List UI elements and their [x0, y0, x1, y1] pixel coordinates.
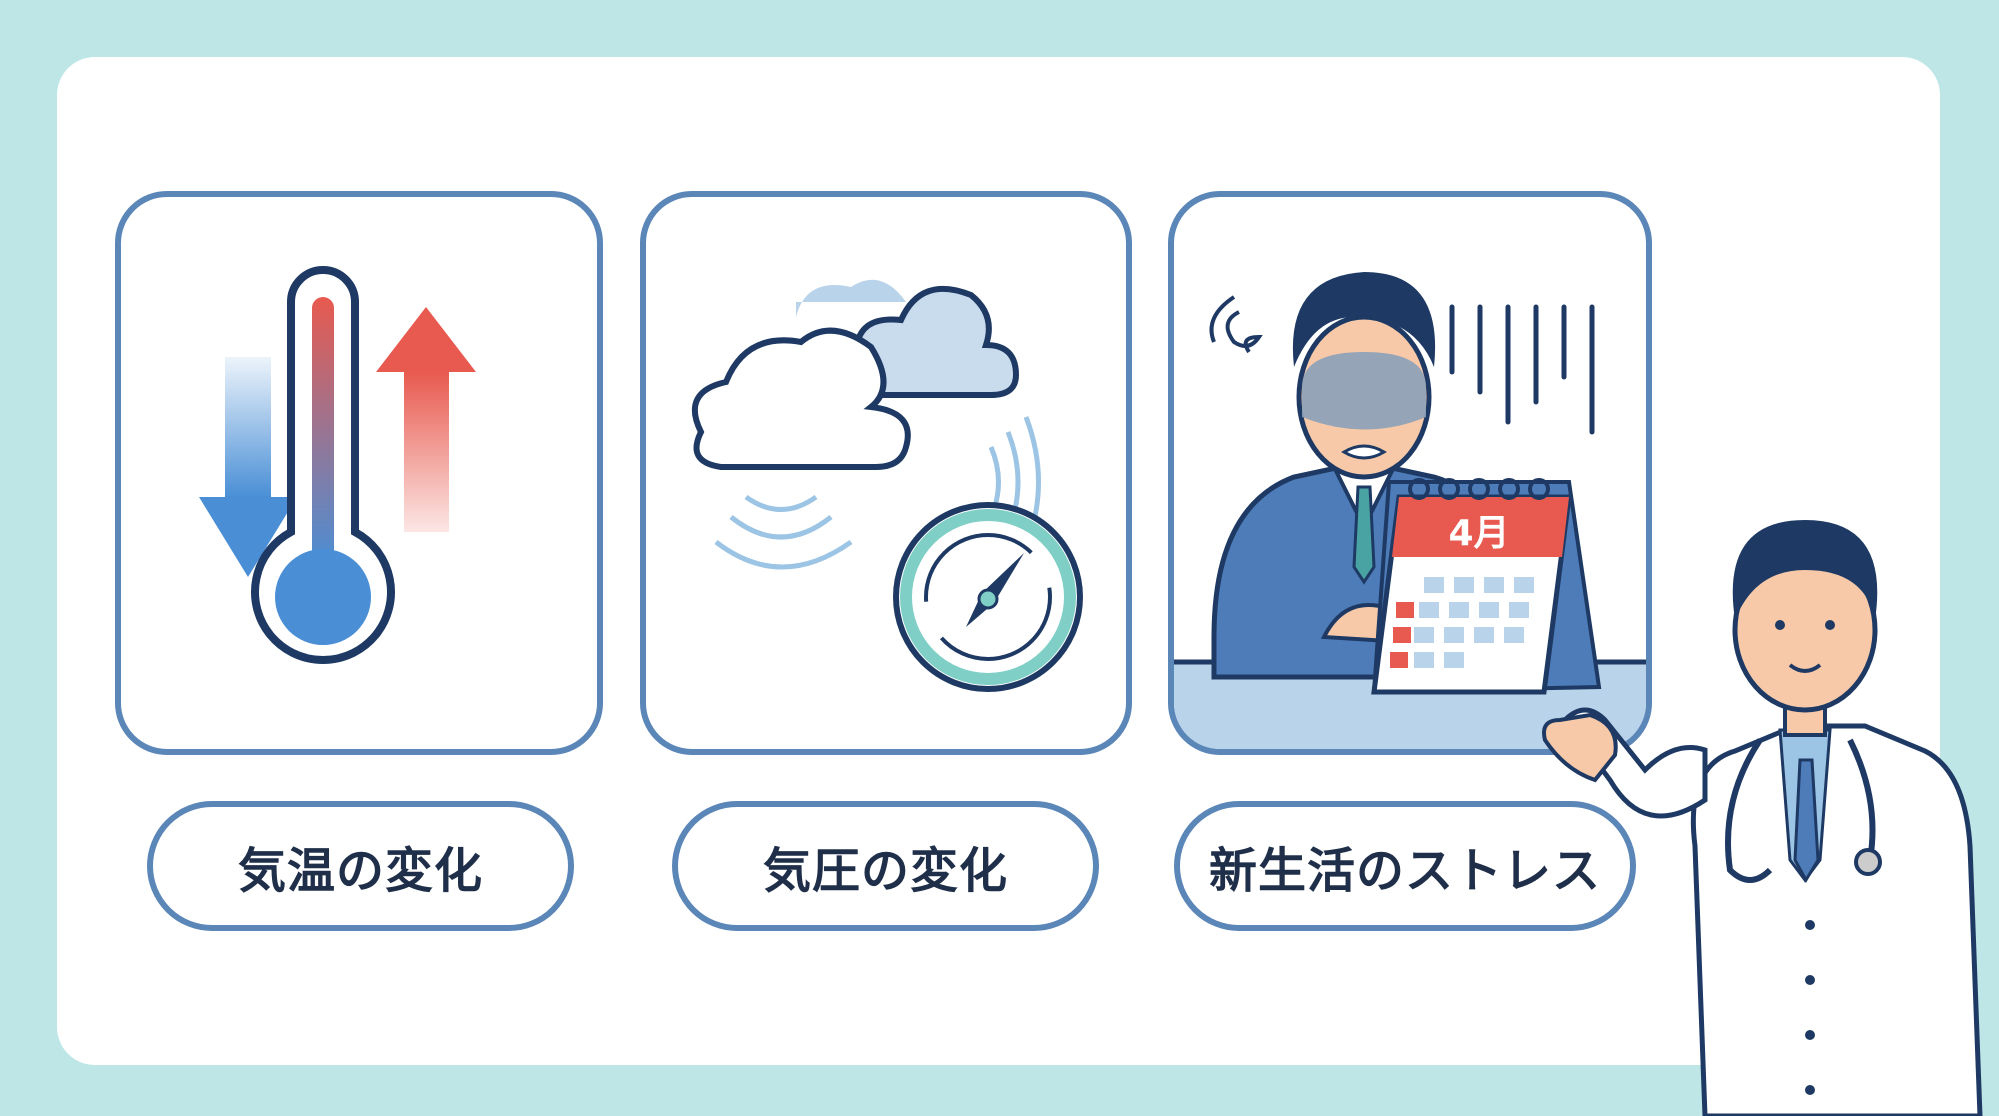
panel-pressure	[640, 191, 1132, 755]
label-temperature: 気温の変化	[147, 801, 574, 931]
thermometer-icon	[199, 266, 476, 664]
label-new-life-stress: 新生活のストレス	[1174, 801, 1636, 931]
label-pressure: 気圧の変化	[672, 801, 1099, 931]
panel-new-life-stress: 4月	[1168, 191, 1652, 755]
calendar-month: 4月	[1448, 513, 1509, 554]
stressed-worker-icon: 4月	[1174, 272, 1646, 749]
panel-temperature	[115, 191, 603, 755]
barometer-icon	[691, 279, 1083, 692]
